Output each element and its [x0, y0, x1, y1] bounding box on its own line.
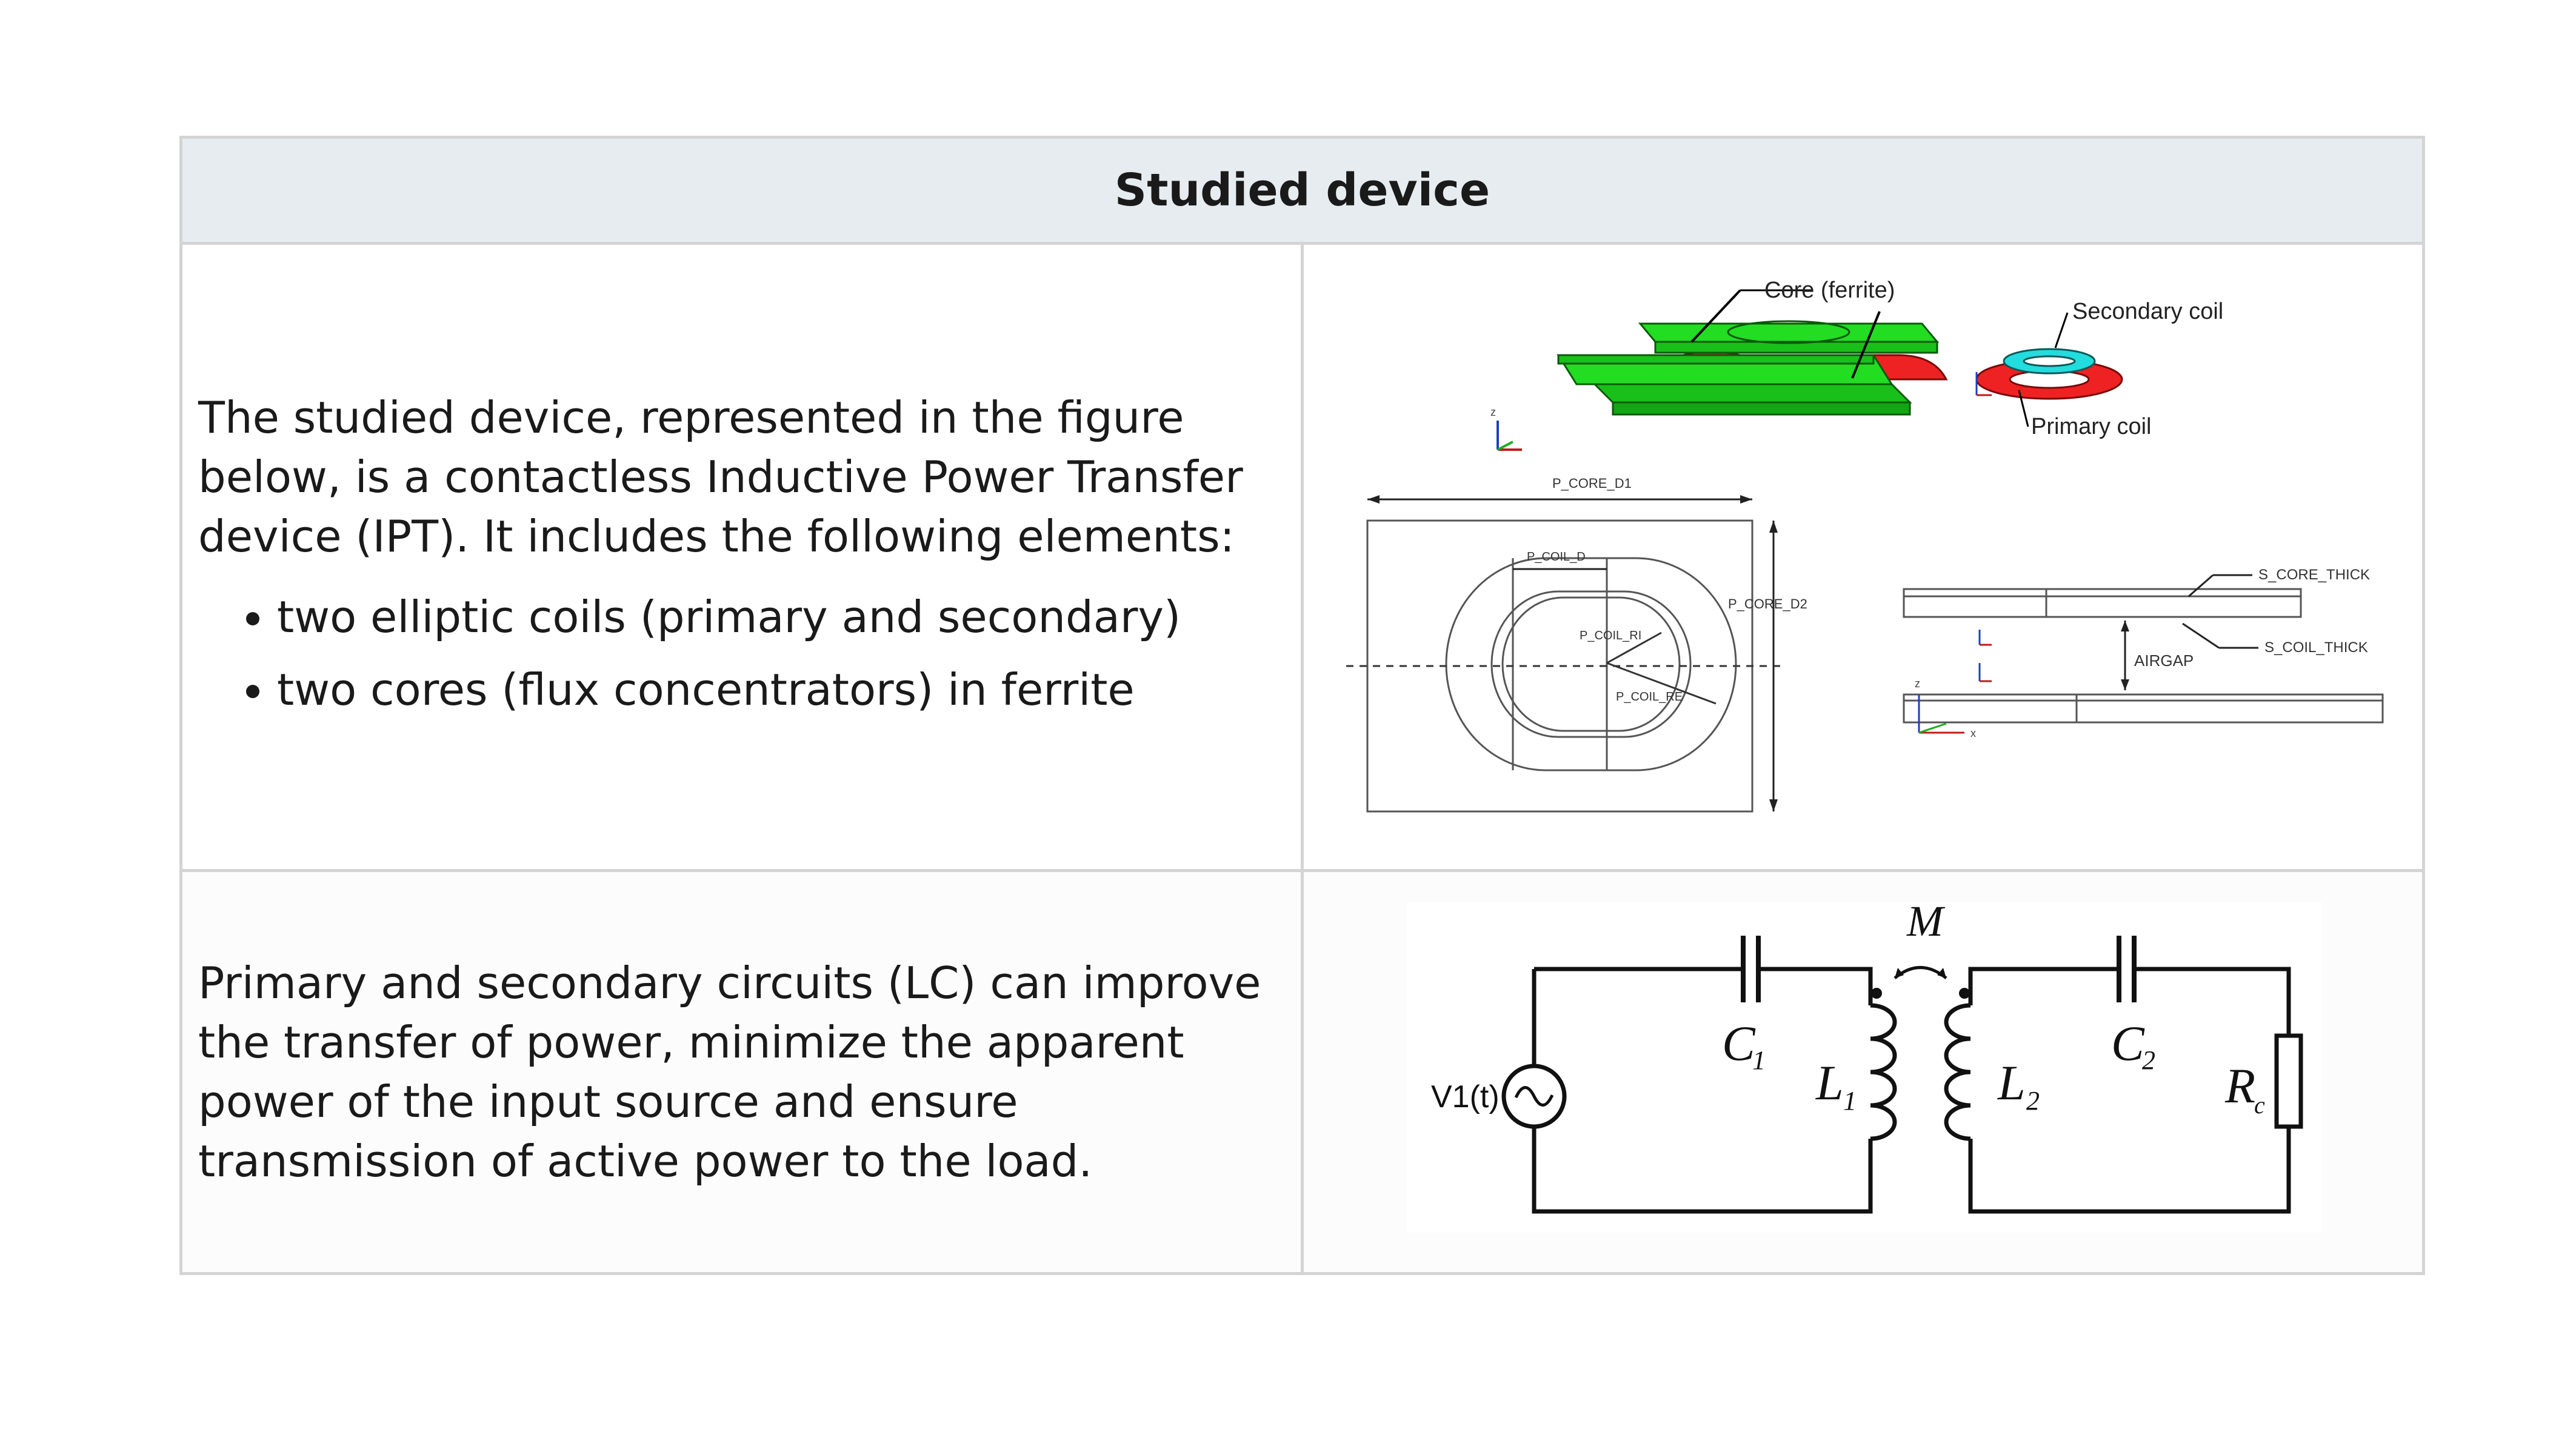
side-view: [1903, 574, 2384, 724]
table-row: The studied device, represented in the f…: [179, 242, 2425, 872]
p-core-d1-label: P_CORE_D1: [1552, 476, 1632, 491]
device-description-cell: The studied device, represented in the f…: [179, 242, 1304, 872]
capacitor-c1: [1741, 936, 1761, 1002]
l2-subscript: 2: [2026, 1086, 2040, 1116]
load-subscript: c: [2254, 1091, 2265, 1119]
secondary-coil-label: Secondary coil: [2072, 299, 2223, 324]
load-resistor: [2274, 1033, 2303, 1129]
load-label: R: [2224, 1058, 2255, 1113]
p-coil-re-label: P_COIL_RE: [1616, 690, 1683, 704]
s-core-thick-label: S_CORE_THICK: [2258, 567, 2370, 583]
side-axis-x-label: x: [1970, 727, 1976, 739]
s-coil-thick-label: S_COIL_THICK: [2264, 639, 2368, 656]
coil-3d-view: Secondary coil Primary coil: [1975, 299, 2223, 439]
list-item: two cores (flux concentrators) in ferrit…: [277, 653, 1285, 726]
l2-label: L: [1997, 1055, 2026, 1110]
c1-label: C: [1722, 1016, 1756, 1071]
side-axes: [1918, 630, 1992, 734]
axis-z-label: z: [1490, 406, 1496, 418]
inductor-l2: [1944, 1003, 1971, 1141]
element-list: two elliptic coils (primary and secondar…: [198, 581, 1285, 726]
p-core-d2-label: P_CORE_D2: [1728, 596, 1807, 611]
primary-coil-label: Primary coil: [2031, 414, 2151, 439]
c1-subscript: 1: [1752, 1045, 1766, 1075]
dot-marker: [1871, 988, 1882, 999]
source-label: V1(t): [1431, 1079, 1500, 1114]
studied-device-table: Studied device The studied device, repre…: [179, 136, 2425, 1275]
voltage-source: [1501, 1064, 1567, 1129]
p-coil-ri-label: P_COIL_RI: [1580, 629, 1641, 642]
table-title: Studied device: [179, 136, 2425, 245]
core-label: Core (ferrite): [1764, 278, 1895, 303]
device-figure-cell: Core (ferrite) z Secondary coi: [1301, 242, 2425, 872]
table-header-row: Studied device: [179, 136, 2425, 245]
device-description: The studied device, represented in the f…: [198, 392, 1243, 562]
airgap-label: AIRGAP: [2134, 651, 2194, 670]
capacitor-c2: [2117, 936, 2137, 1002]
circuit-diagram: M C 1 L 1 L 2 C 2 R c V1(t): [1407, 897, 2322, 1233]
device-3d-view: Core (ferrite) z: [1490, 278, 1948, 451]
dot-marker: [1959, 988, 1970, 999]
inductor-l1: [1870, 1003, 1897, 1141]
mutual-label: M: [1906, 897, 1946, 945]
table-row: Primary and secondary circuits (LC) can …: [179, 869, 2425, 1275]
c2-subscript: 2: [2142, 1045, 2155, 1075]
circuit-description-cell: Primary and secondary circuits (LC) can …: [179, 869, 1304, 1275]
core-top-view: [1346, 495, 1783, 813]
p-coil-d-label: P_COIL_D: [1527, 550, 1586, 564]
list-item: two elliptic coils (primary and secondar…: [277, 581, 1285, 653]
side-axis-z-label: z: [1915, 678, 1920, 690]
c2-label: C: [2111, 1016, 2145, 1071]
l1-label: L: [1815, 1055, 1844, 1110]
l1-subscript: 1: [1843, 1086, 1857, 1116]
device-figure: Core (ferrite) z Secondary coi: [1346, 278, 2384, 813]
circuit-figure-cell: M C 1 L 1 L 2 C 2 R c V1(t): [1301, 869, 2425, 1275]
circuit-description: Primary and secondary circuits (LC) can …: [198, 958, 1261, 1187]
